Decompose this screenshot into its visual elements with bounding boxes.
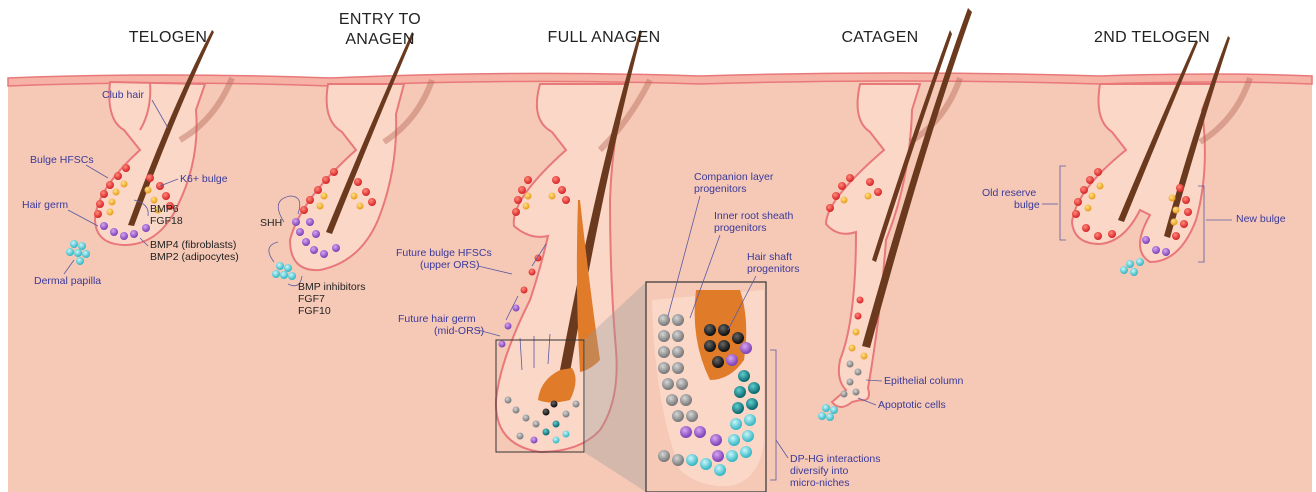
label-fgf18: FGF18 — [150, 215, 183, 227]
label-shaft-2: progenitors — [747, 263, 800, 275]
label-fgf7: FGF7 — [298, 293, 325, 305]
label-dermal-papilla: Dermal papilla — [34, 275, 101, 287]
label-hair-germ: Hair germ — [22, 199, 68, 211]
label-irs-2: progenitors — [714, 222, 767, 234]
label-old-reserve-1: Old reserve — [982, 187, 1036, 199]
label-bulge-hfscs: Bulge HFSCs — [30, 154, 94, 166]
stage-title-second-telogen: 2ND TELOGEN — [1094, 29, 1210, 46]
label-club-hair: Club hair — [102, 89, 145, 101]
label-apoptotic-cells: Apoptotic cells — [878, 399, 946, 411]
label-shaft-1: Hair shaft — [747, 251, 792, 263]
label-future-germ-2: (mid-ORS) — [434, 325, 484, 337]
stage-title-entry-line1: ENTRY TO — [339, 11, 421, 28]
label-companion-2: progenitors — [694, 183, 747, 195]
label-dp-hg-1: DP-HG interactions — [790, 453, 880, 465]
label-bmp6: BMP6 — [150, 203, 179, 215]
label-new-bulge: New bulge — [1236, 213, 1286, 225]
label-old-reserve-2: bulge — [1014, 199, 1040, 211]
label-k6-bulge: K6+ bulge — [180, 173, 228, 185]
stage-title-entry-line2: ANAGEN — [345, 31, 414, 48]
label-future-bulge-2: (upper ORS) — [420, 259, 480, 271]
label-dp-hg-3: micro-niches — [790, 477, 850, 489]
label-fgf10: FGF10 — [298, 305, 331, 317]
label-epithelial-column: Epithelial column — [884, 375, 964, 387]
stage-title-full-anagen: FULL ANAGEN — [548, 29, 661, 46]
stage-title-telogen: TELOGEN — [129, 29, 208, 46]
label-bmp2: BMP2 (adipocytes) — [150, 251, 239, 263]
stage-title-catagen: CATAGEN — [841, 29, 918, 46]
label-companion-1: Companion layer — [694, 171, 774, 183]
label-shh: SHH — [260, 217, 282, 229]
label-future-bulge-1: Future bulge HFSCs — [396, 247, 492, 259]
label-future-germ-1: Future hair germ — [398, 313, 476, 325]
label-irs-1: Inner root sheath — [714, 210, 794, 222]
label-dp-hg-2: diversify into — [790, 465, 849, 477]
label-bmp-inhibitors: BMP inhibitors — [298, 281, 366, 293]
label-bmp4: BMP4 (fibroblasts) — [150, 239, 236, 251]
